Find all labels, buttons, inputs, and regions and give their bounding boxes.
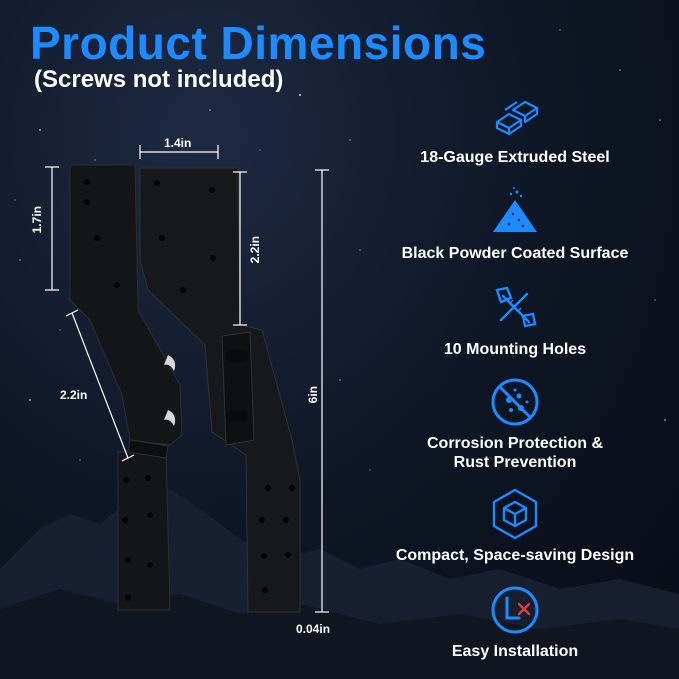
tools-icon [491,586,539,634]
no-corrosion-icon [491,378,539,426]
cube-icon [492,488,538,540]
page-subtitle: (Screws not included) [34,66,284,93]
feature-label: 18-Gauge Extruded Steel [420,149,610,166]
bracket-hooks [164,355,176,426]
feature-label: 10 Mounting Holes [443,341,587,358]
dim-inner-height: 2.2in [248,236,262,264]
feature-steel: 18-Gauge Extruded Steel [380,88,650,167]
bracket-tabs [226,350,248,422]
feature-corrosion: Corrosion Protection & Rust Prevention [380,374,650,472]
feature-installation: Easy Installation [380,582,650,661]
feature-label: Black Powder Coated Surface [401,245,629,262]
bolt-icon [495,286,537,328]
dim-thickness: 0.04in [296,622,331,636]
steel-bars-icon [495,100,539,136]
back-bracket [69,164,183,611]
feature-label-line2: Rust Prevention [453,454,577,471]
dim-total-height: 6in [306,386,320,404]
feature-compact: Compact, Space-saving Design [380,486,650,565]
feature-label: Compact, Space-saving Design [395,547,635,564]
page-title: Product Dimensions [30,17,487,69]
dim-diagonal: 2.2in [60,388,88,402]
dim-left-height: 1.7in [30,206,44,234]
feature-powder-coat: Black Powder Coated Surface [380,184,650,263]
dim-top-width: 1.4in [164,136,192,150]
feature-label-line1: Corrosion Protection & [426,435,603,452]
feature-holes: 10 Mounting Holes [380,280,650,359]
dimension-lines [45,145,329,613]
feature-label: Easy Installation [451,643,579,660]
mounting-holes [84,179,295,601]
powder-pile-icon [493,187,537,232]
